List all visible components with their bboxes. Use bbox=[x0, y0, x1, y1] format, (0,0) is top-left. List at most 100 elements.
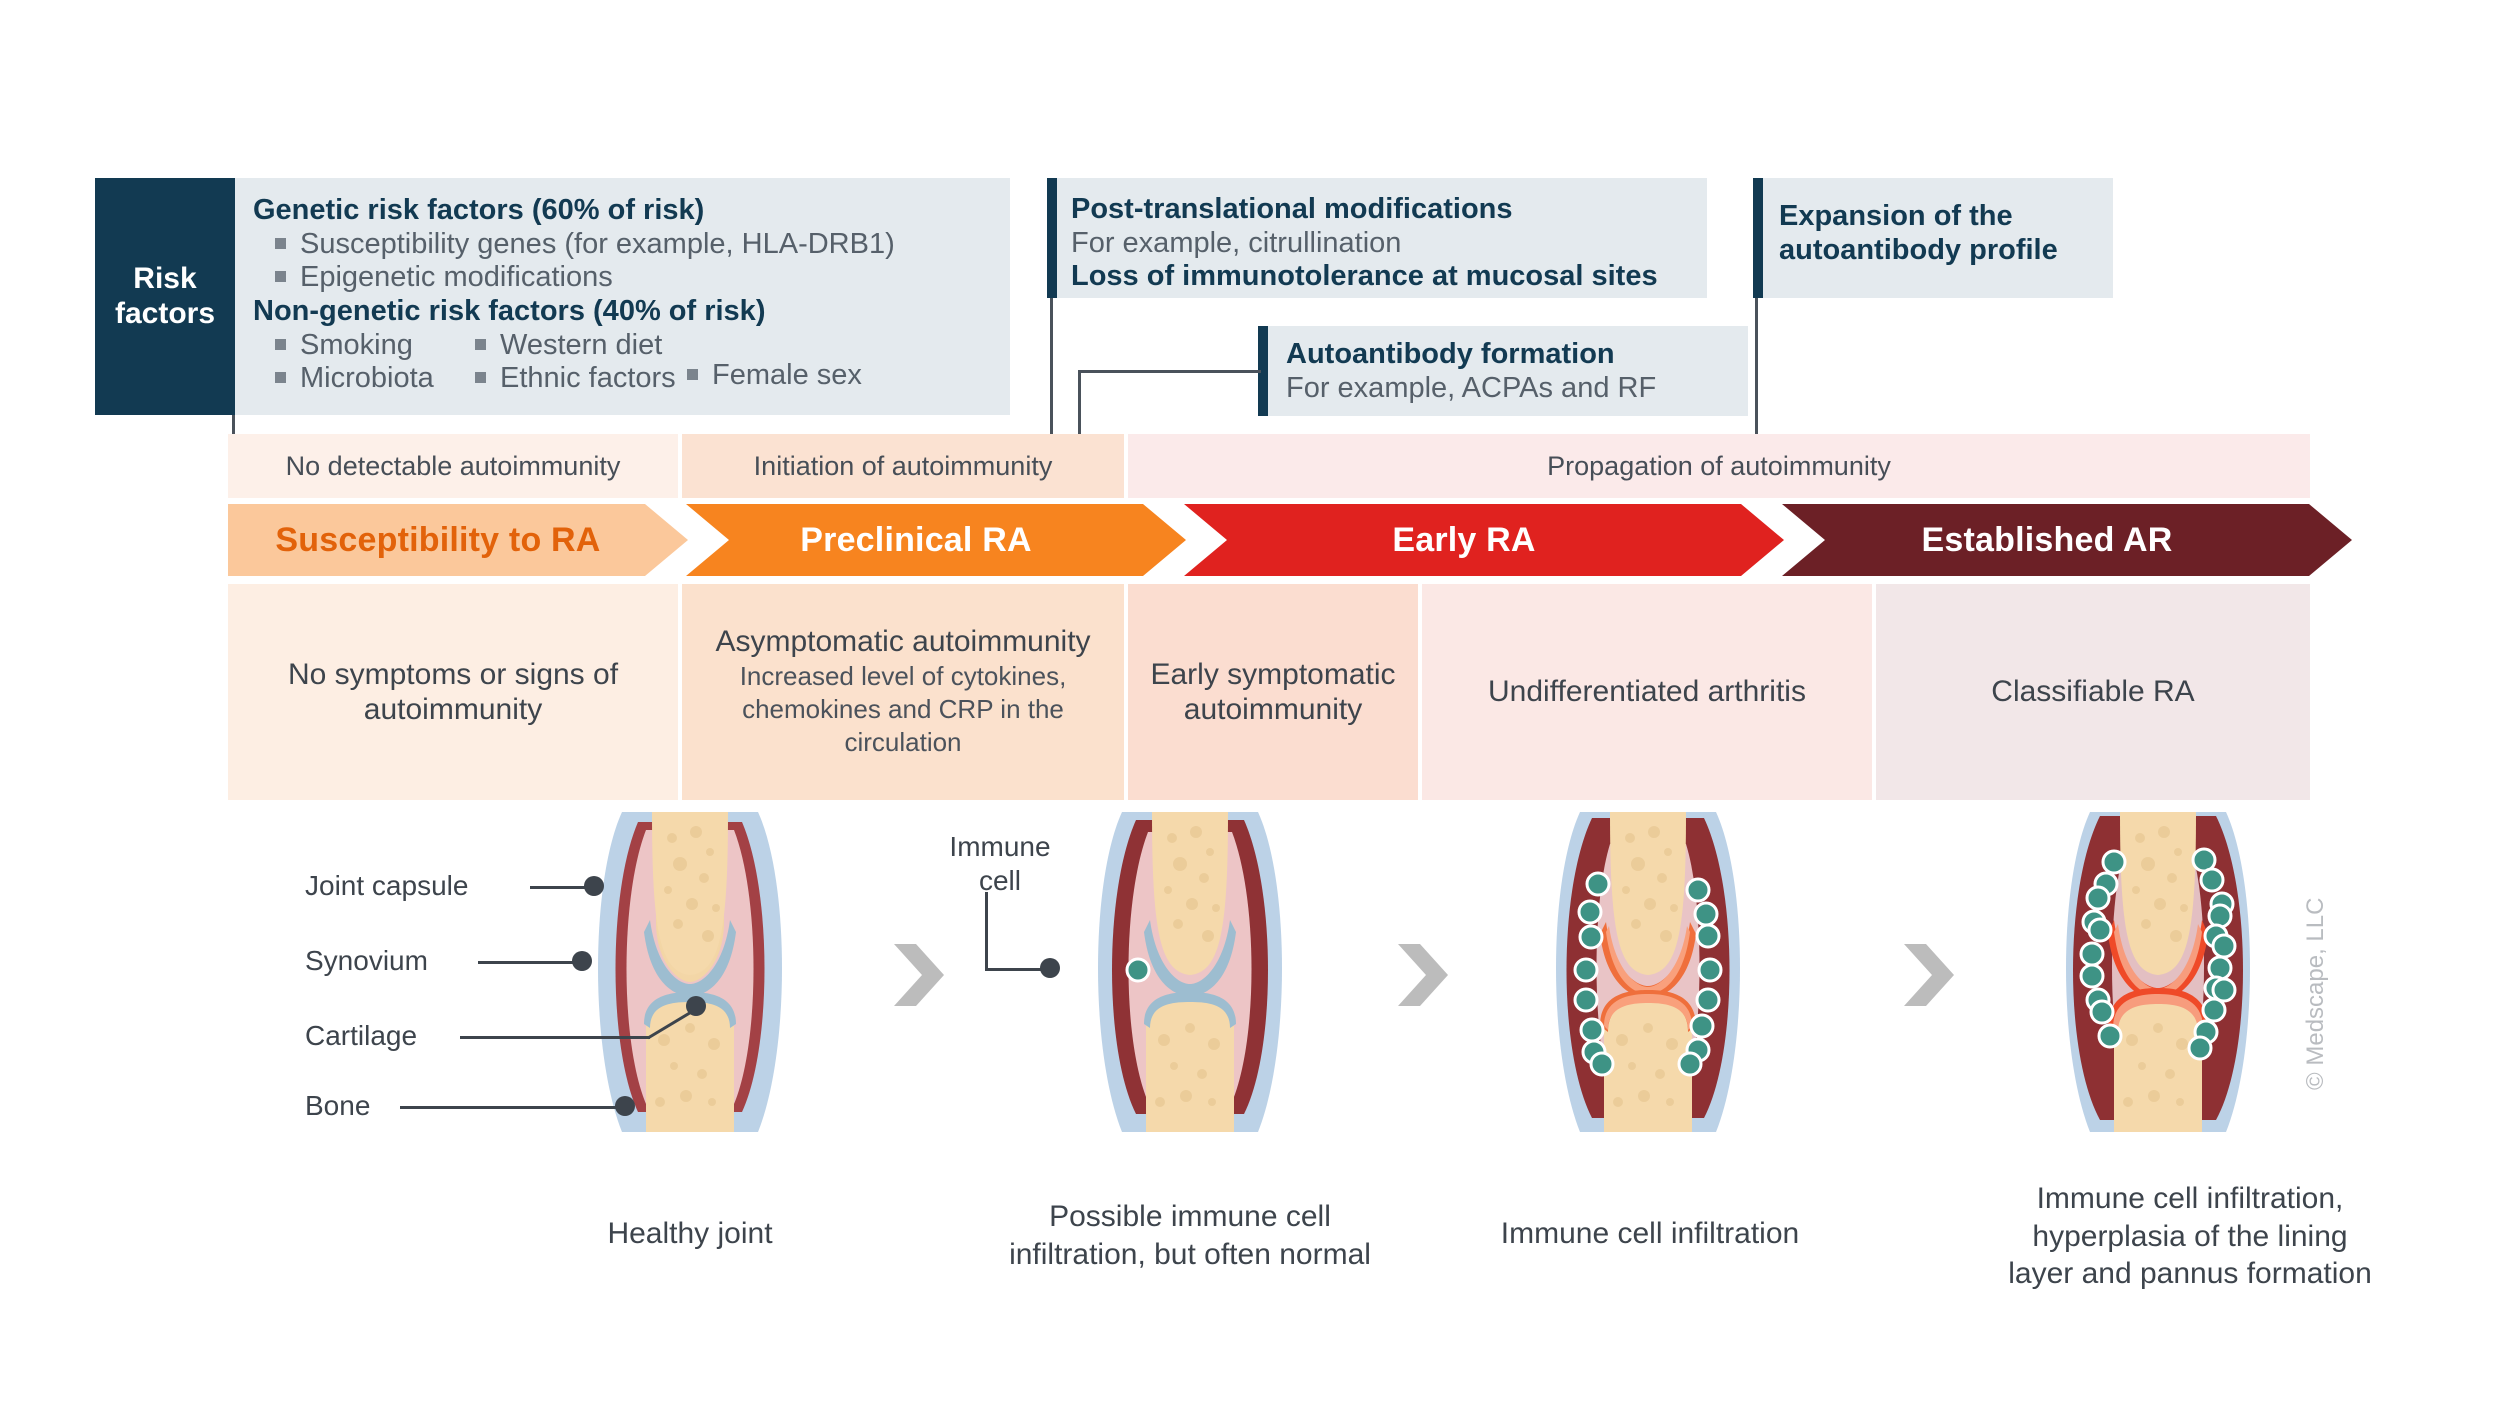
anatomy-dot-synovium bbox=[572, 951, 592, 971]
joint-illustration-healthy bbox=[598, 812, 782, 1132]
joint-caption-2: Immune cell infiltration bbox=[1500, 1217, 1800, 1250]
phase-label-2: Propagation of autoimmunity bbox=[1547, 450, 1891, 481]
phase-label-0: No detectable autoimmunity bbox=[285, 450, 621, 481]
description-title-0: No symptoms or signs of autoimmunity bbox=[287, 657, 619, 726]
panel-accent-bar bbox=[1753, 178, 1763, 298]
panel-risk-factors: Genetic risk factors (60% of risk) Susce… bbox=[235, 178, 1010, 415]
square-bullet-icon bbox=[475, 372, 486, 384]
list-item: Ethnic factors bbox=[475, 362, 687, 396]
nongenetic-col2-0: Western diet bbox=[500, 328, 663, 361]
panel-accent-bar bbox=[1047, 178, 1057, 298]
list-item: Smoking bbox=[275, 329, 475, 363]
risk-tab-line2: factors bbox=[114, 296, 216, 330]
ptm-heading-2: Loss of immunotolerance at mucosal sites bbox=[1071, 260, 1658, 293]
description-cell-0: No symptoms or signs of autoimmunity bbox=[228, 584, 678, 800]
stage-label-1: Preclinical RA bbox=[800, 520, 1032, 559]
list-item: Female sex bbox=[687, 359, 862, 393]
list-item: Western diet bbox=[475, 329, 687, 363]
anatomy-dot-cartilage bbox=[686, 996, 706, 1016]
chevron-right-icon-2 bbox=[1398, 944, 1448, 1006]
joint-illustration-early-ra bbox=[1556, 812, 1740, 1132]
chevron-right-icon-3 bbox=[1904, 944, 1954, 1006]
square-bullet-icon bbox=[275, 271, 286, 283]
anatomy-label-synovium: Synovium bbox=[305, 945, 428, 976]
stage-label-3: Established AR bbox=[1921, 520, 2173, 559]
panel-post-translational-modifications: Post-translational modifications For exa… bbox=[1047, 178, 1707, 298]
list-item: Microbiota bbox=[275, 362, 475, 396]
description-title-2: Early symptomatic autoimmunity bbox=[1150, 657, 1396, 726]
anatomy-label-joint-capsule: Joint capsule bbox=[305, 870, 469, 901]
anatomy-label-cartilage: Cartilage bbox=[305, 1020, 418, 1051]
phase-cell-1: Initiation of autoimmunity bbox=[682, 434, 1124, 498]
nongenetic-risk-heading: Non-genetic risk factors (40% of risk) bbox=[253, 294, 766, 327]
stage-arrow-susceptibility[interactable]: Susceptibility to RA bbox=[228, 504, 688, 576]
leader-line-joint-capsule bbox=[530, 886, 592, 889]
ptm-example: For example, citrullination bbox=[1071, 226, 1402, 259]
expansion-line1: Expansion of the bbox=[1779, 200, 2013, 232]
risk-factors-tab: Risk factors bbox=[95, 178, 235, 415]
genetic-item-0: Susceptibility genes (for example, HLA-D… bbox=[300, 227, 895, 260]
leader-line-cartilage bbox=[460, 1036, 650, 1039]
phase-label-1: Initiation of autoimmunity bbox=[753, 450, 1053, 481]
anatomy-dot-joint-capsule bbox=[584, 876, 604, 896]
leader-line-synovium bbox=[478, 961, 580, 964]
anatomy-dot-immune-cell bbox=[1040, 958, 1060, 978]
description-title-4: Classifiable RA bbox=[1991, 675, 2195, 709]
stage-label-2: Early RA bbox=[1392, 520, 1536, 559]
description-cell-2: Early symptomatic autoimmunity bbox=[1128, 584, 1418, 800]
nongenetic-col3-0: Female sex bbox=[712, 358, 862, 391]
square-bullet-icon bbox=[275, 338, 286, 350]
copyright-watermark: © Medscape, LLC bbox=[2302, 897, 2329, 1090]
joint-caption-3: Immune cell infiltration, hyperplasia of… bbox=[2008, 1182, 2372, 1290]
description-sub-1: Increased level of cytokines, chemokines… bbox=[739, 660, 1067, 758]
genetic-item-1: Epigenetic modifications bbox=[300, 261, 613, 294]
leader-line-immune-cell-vertical bbox=[985, 892, 988, 970]
connector-expansion-to-timeline bbox=[1755, 298, 1758, 435]
phase-cell-0: No detectable autoimmunity bbox=[228, 434, 678, 498]
autoantibody-heading: Autoantibody formation bbox=[1286, 338, 1615, 370]
immune-cell-line1: Immune bbox=[949, 831, 1051, 862]
phase-cell-2: Propagation of autoimmunity bbox=[1128, 434, 2310, 498]
stage-label-0: Susceptibility to RA bbox=[275, 520, 601, 559]
stage-arrow-band: Susceptibility to RA Preclinical RA Earl… bbox=[0, 504, 2500, 576]
panel-expansion-autoantibody-profile: Expansion of the autoantibody profile bbox=[1753, 178, 2113, 298]
stage-arrow-established-ar[interactable]: Established AR bbox=[1782, 504, 2352, 576]
immune-cell-line2: cell bbox=[978, 864, 1021, 896]
autoantibody-example: For example, ACPAs and RF bbox=[1286, 371, 1657, 404]
genetic-risk-heading: Genetic risk factors (60% of risk) bbox=[253, 194, 705, 226]
list-item: Epigenetic modifications bbox=[275, 261, 1010, 295]
anatomy-label-bone: Bone bbox=[305, 1090, 371, 1121]
description-title-3: Undifferentiated arthritis bbox=[1488, 675, 1806, 709]
square-bullet-icon bbox=[475, 338, 486, 350]
description-cell-4: Classifiable RA bbox=[1876, 584, 2310, 800]
connector-aab-horizontal bbox=[1078, 370, 1261, 373]
chevron-right-icon-1 bbox=[894, 944, 944, 1006]
description-cell-3: Undifferentiated arthritis bbox=[1422, 584, 1872, 800]
joint-caption-0: Healthy joint bbox=[607, 1217, 773, 1250]
description-row: No symptoms or signs of autoimmunity Asy… bbox=[0, 584, 2500, 800]
risk-tab-line1: Risk bbox=[133, 262, 197, 295]
connector-risk-to-timeline bbox=[232, 415, 235, 435]
ptm-heading: Post-translational modifications bbox=[1071, 193, 1513, 225]
nongenetic-col2-1: Ethnic factors bbox=[500, 362, 676, 395]
square-bullet-icon bbox=[275, 237, 286, 249]
panel-autoantibody-formation: Autoantibody formation For example, ACPA… bbox=[1258, 326, 1748, 416]
leader-line-immune-cell-horizontal bbox=[985, 968, 1045, 971]
expansion-line2: autoantibody profile bbox=[1779, 233, 2058, 266]
phase-row: No detectable autoimmunity Initiation of… bbox=[0, 434, 2500, 498]
stage-arrow-early-ra[interactable]: Early RA bbox=[1184, 504, 1784, 576]
nongenetic-col1-1: Microbiota bbox=[300, 362, 434, 395]
connector-ptm-to-timeline bbox=[1050, 298, 1053, 435]
joint-illustration-preclinical bbox=[1098, 812, 1282, 1132]
square-bullet-icon bbox=[687, 368, 698, 380]
connector-aab-vertical bbox=[1078, 370, 1081, 435]
description-title-1: Asymptomatic autoimmunity bbox=[715, 625, 1091, 659]
immune-cell-label: Immune cell bbox=[935, 830, 1065, 897]
stage-arrow-preclinical[interactable]: Preclinical RA bbox=[686, 504, 1186, 576]
panel-accent-bar bbox=[1258, 326, 1268, 416]
list-item: Susceptibility genes (for example, HLA-D… bbox=[275, 228, 1010, 262]
joint-caption-1: Possible immune cell infiltration, but o… bbox=[1009, 1200, 1371, 1271]
nongenetic-col1-0: Smoking bbox=[300, 328, 413, 361]
joint-illustration-established bbox=[2066, 812, 2250, 1132]
